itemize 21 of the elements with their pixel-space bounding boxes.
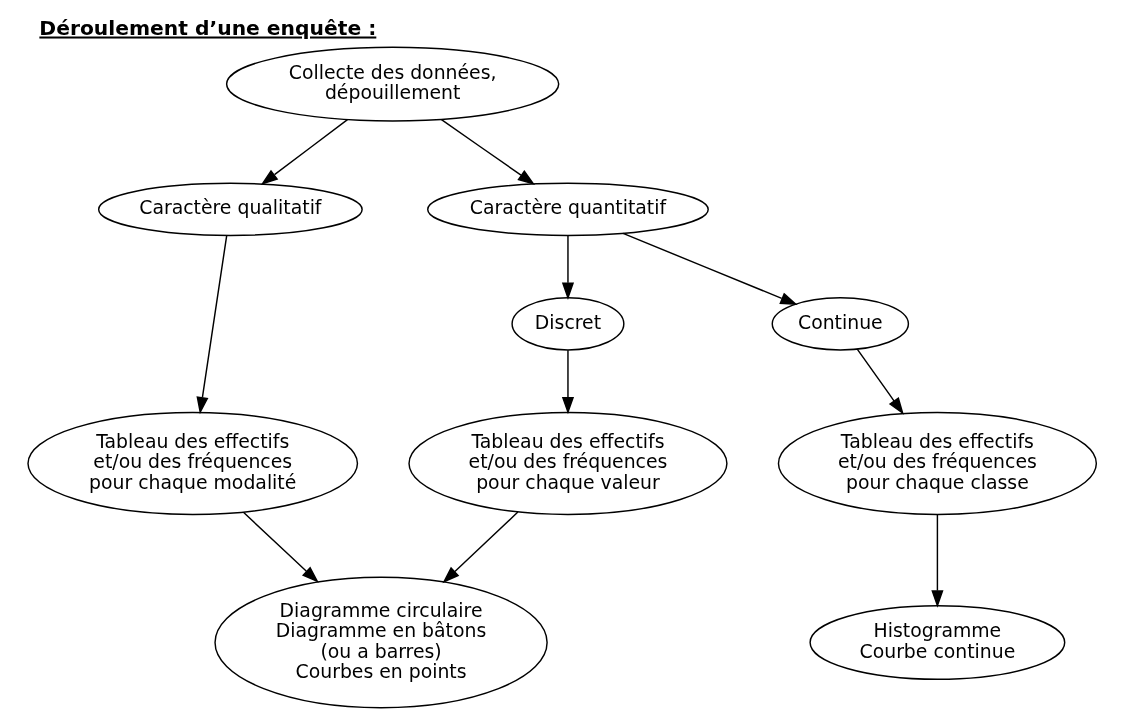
arrow (561, 234, 574, 300)
node-ellipse: Caractère quantitatif (426, 182, 709, 237)
node-ellipse: Histogramme Courbe continue (808, 605, 1065, 681)
node-ellipse: Caractère qualitatif (97, 182, 363, 237)
node-ellipse: Collecte des données, dépouillement (225, 46, 559, 122)
node-ellipse: Diagramme circulaire Diagramme en bâtons (ou a barres) Courbes en points (213, 576, 548, 709)
node-ellipse: Tableau des effectifs et/ou des fréquences pour chaque classe (777, 411, 1097, 516)
arrow (242, 511, 319, 583)
arrow (930, 514, 943, 608)
arrow (561, 349, 574, 415)
node-ellipse: Continue (771, 297, 909, 351)
diagram-title: Déroulement d’une enquête : (38, 15, 376, 40)
arrow (440, 118, 535, 185)
arrow (260, 118, 348, 186)
node-ellipse: Discret (510, 297, 625, 351)
arrow (621, 232, 798, 305)
node-ellipse: Tableau des effectifs et/ou des fréquences pour chaque modalité (26, 411, 358, 516)
arrow (195, 235, 227, 415)
arrow (441, 511, 519, 584)
node-ellipse: Tableau des effectifs et/ou des fréquences pour chaque valeur (407, 411, 728, 516)
arrow (856, 348, 904, 415)
